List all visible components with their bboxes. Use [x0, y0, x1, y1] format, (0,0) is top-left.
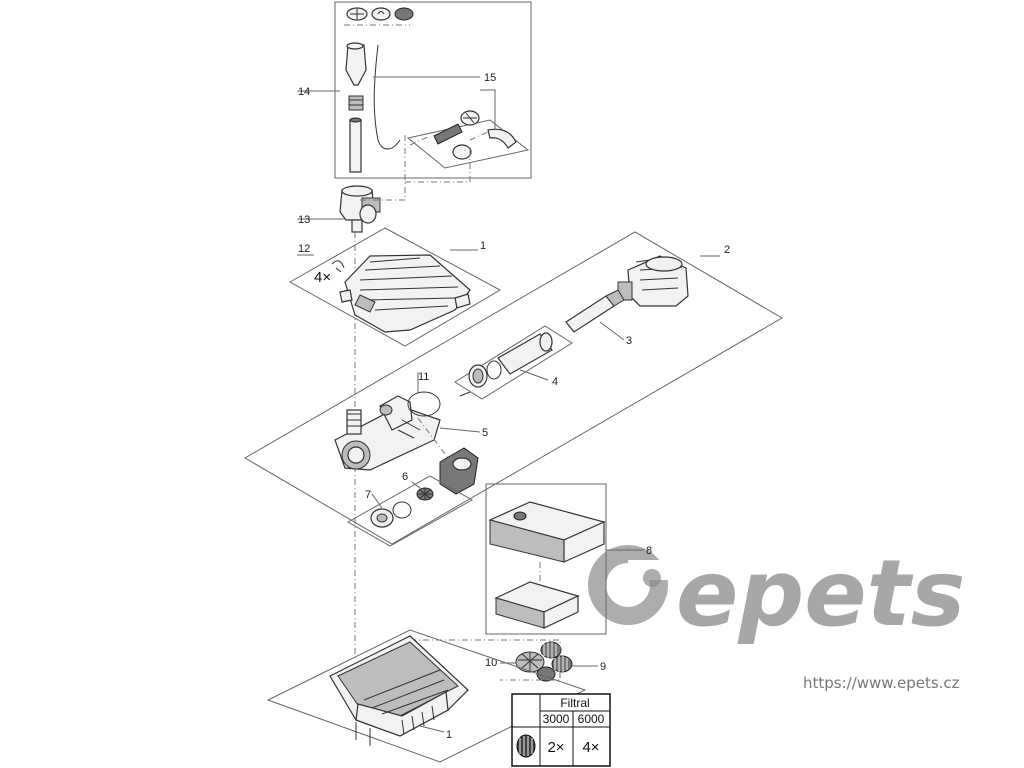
- label-10: 10: [485, 657, 497, 669]
- label-8: 8: [646, 545, 652, 557]
- frame-pump-assembly: [244, 231, 783, 545]
- frame-filter-sponges: [485, 483, 607, 635]
- part-4-sleeve-and-rings: [459, 332, 553, 397]
- frame-lid: [288, 227, 502, 347]
- pump-cover: [417, 417, 479, 495]
- cap-set: [344, 7, 414, 26]
- screw-quantity: 4×: [314, 269, 331, 286]
- part-11-o-ring: [407, 372, 441, 417]
- label-2: 2: [724, 244, 730, 256]
- label-5: 5: [482, 427, 488, 439]
- frame-part-4: [454, 325, 573, 400]
- watermark-logo-icon: [588, 545, 674, 625]
- part-12-screw-icon: [331, 260, 345, 273]
- label-13: 13: [298, 214, 310, 226]
- label-6: 6: [402, 471, 408, 483]
- label-9: 9: [600, 661, 606, 673]
- part-5-pump-housing: [334, 395, 441, 471]
- part-14-nozzle: [345, 42, 367, 173]
- label-11: 11: [418, 371, 429, 383]
- label-7: 7: [365, 489, 371, 501]
- part-9-filter-media: [536, 641, 573, 682]
- label-1-lid: 1: [480, 240, 486, 252]
- part-13-t-connector: [339, 185, 381, 233]
- part-7-bearing-cap: [370, 493, 412, 528]
- table-col-6000: 6000: [578, 712, 605, 726]
- part-2-motor: [617, 255, 689, 307]
- table-qty-6000: 4×: [582, 739, 599, 756]
- frame-top-box: [334, 1, 532, 179]
- part-8-filter-sponges: [488, 501, 606, 629]
- part-1-base: [329, 635, 469, 746]
- label-1-base: 1: [446, 729, 452, 741]
- frame-base: [266, 629, 587, 763]
- filter-media-icon: [516, 734, 536, 758]
- frame-impeller: [346, 475, 474, 547]
- label-4: 4: [552, 376, 558, 388]
- watermark-brand: epets: [676, 540, 965, 647]
- label-15: 15: [484, 72, 496, 84]
- part-1-lid: [339, 254, 471, 333]
- label-14: 14: [298, 86, 310, 98]
- part-6-impeller: [411, 481, 434, 501]
- table-title: Filtral: [560, 696, 589, 710]
- watermark: epets https://www.epets.cz: [588, 540, 965, 692]
- filtral-quantity-table: Filtral 3000 6000 2× 4×: [511, 693, 611, 767]
- label-12: 12: [298, 243, 310, 255]
- part-10-filter-ball: [515, 651, 545, 673]
- part-3-shaft: [565, 289, 625, 333]
- part-15-hose: [373, 44, 496, 150]
- watermark-url[interactable]: https://www.epets.cz: [803, 674, 960, 692]
- label-3: 3: [626, 335, 632, 347]
- table-col-3000: 3000: [543, 712, 570, 726]
- table-qty-3000: 2×: [547, 739, 564, 756]
- hose-fittings: [409, 110, 517, 160]
